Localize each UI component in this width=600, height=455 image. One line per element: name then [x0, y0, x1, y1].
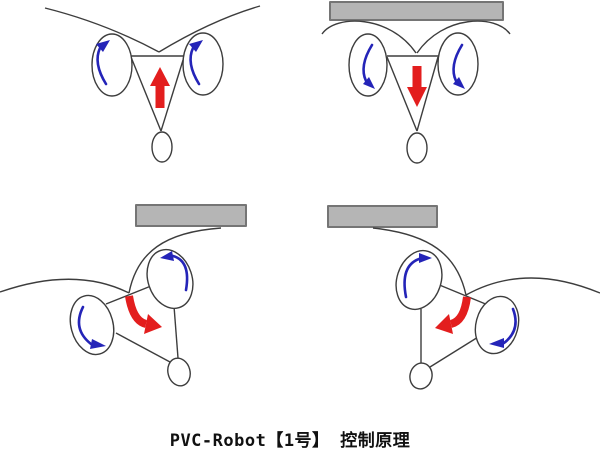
rotation-arc	[189, 46, 201, 86]
antenna-wire-right	[158, 5, 261, 53]
torque-arc	[125, 295, 148, 328]
antenna-wire-to-bar	[372, 227, 467, 296]
tail-wheel	[151, 131, 173, 163]
antenna-wire-left	[0, 278, 130, 294]
frame-top-line	[436, 283, 489, 306]
panel-top-right	[321, 1, 511, 164]
antenna-wire-left	[321, 20, 417, 54]
rotation-arrowhead	[419, 253, 432, 263]
frame-lower-strut	[429, 333, 484, 368]
rotation-arrowhead	[453, 77, 465, 89]
left-wheel-rotation-arrow	[96, 40, 110, 86]
tail-wheel	[167, 357, 191, 387]
rotation-arc	[362, 43, 374, 83]
lower-wheel-rotation-arrow	[489, 307, 517, 348]
rotation-arrowhead	[189, 40, 203, 52]
obstacle-bar	[135, 204, 247, 227]
right-wheel-rotation-arrow	[452, 43, 465, 89]
frame-upper-strut	[173, 305, 179, 359]
right-wheel	[437, 32, 479, 96]
left-wheel	[348, 33, 388, 97]
rotation-arc	[171, 254, 189, 292]
panel-bottom-right	[327, 205, 600, 390]
upper-wheel	[395, 249, 443, 311]
force-arrow-down	[407, 66, 427, 107]
obstacle-bar	[329, 1, 504, 21]
tail-wheel	[406, 132, 428, 164]
right-wheel-rotation-arrow	[189, 40, 203, 86]
frame-left-strut	[386, 56, 418, 132]
frame-left-strut	[130, 56, 162, 132]
antenna-wire-to-bar	[128, 227, 222, 294]
rotation-arrowhead	[363, 77, 375, 89]
panel-bottom-left	[0, 204, 247, 387]
rotation-arc	[96, 46, 108, 86]
caption: PVC-Robot【1号】 控制原理	[169, 431, 411, 451]
rotation-arc	[77, 305, 93, 346]
frame-right-strut	[416, 56, 439, 132]
left-wheel-rotation-arrow	[362, 43, 375, 89]
upper-wheel	[146, 248, 194, 310]
torque-arrowhead	[144, 314, 162, 334]
upper-wheel-rotation-arrow	[403, 253, 432, 299]
frame-right-strut	[160, 56, 185, 132]
rotation-arrowhead	[160, 251, 174, 261]
antenna-wire-left	[44, 7, 160, 53]
frame-top-line	[105, 283, 157, 305]
force-arrow-up	[150, 67, 170, 108]
obstacle-bar	[327, 205, 438, 228]
rotation-arrowhead	[90, 339, 106, 349]
frame-lower-strut	[115, 332, 171, 363]
rotation-arc	[403, 257, 421, 299]
upper-wheel-rotation-arrow	[160, 251, 189, 292]
panel-top-left	[44, 5, 261, 163]
rotation-arc	[452, 43, 464, 83]
lower-wheel	[69, 294, 115, 356]
rotation-arrowhead	[489, 338, 504, 348]
right-wheel	[182, 32, 224, 96]
tail-wheel	[409, 362, 433, 390]
lower-wheel-rotation-arrow	[77, 305, 106, 349]
rotation-arc	[502, 307, 517, 345]
torque-arrowhead	[435, 314, 453, 334]
antenna-wire-right	[465, 277, 600, 296]
antenna-wire-right	[416, 20, 511, 54]
torque-arc	[449, 296, 471, 328]
rotation-arrowhead	[96, 40, 110, 52]
torque-arrow-counterclockwise	[435, 296, 471, 334]
torque-arrow-clockwise	[125, 295, 162, 334]
